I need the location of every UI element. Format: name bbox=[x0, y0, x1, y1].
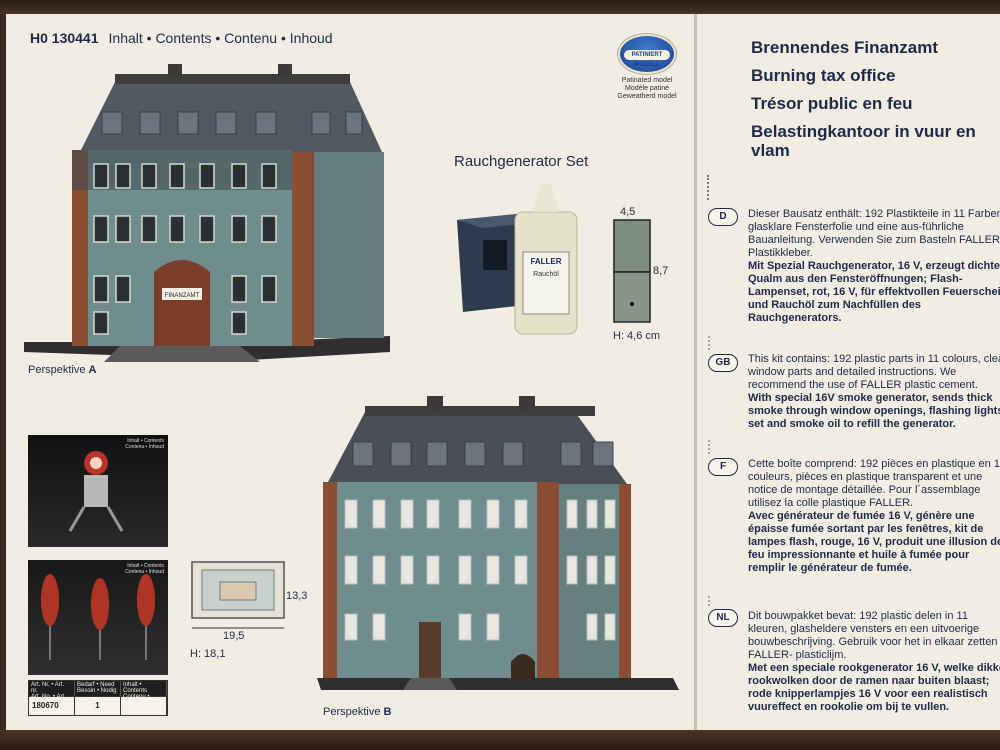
bottle-product: Rauchöl bbox=[533, 271, 559, 278]
logo-subtitle-en: Patinated model bbox=[621, 77, 673, 84]
parts-table-col-art: Art. Nr. • Art. nr.Art. No. • Art. nr. bbox=[29, 681, 75, 706]
bottle-brand: FALLER bbox=[530, 257, 561, 266]
title-fr: Trésor public en feu bbox=[751, 94, 913, 113]
lang-badge-de: D bbox=[708, 208, 738, 226]
footprint-width: 19,5 bbox=[223, 630, 245, 642]
logo-subtitle-fr: Modèle patiné bbox=[625, 85, 669, 92]
footprint-diagram bbox=[191, 561, 285, 629]
title-de: Brennendes Finanzamt bbox=[751, 38, 939, 57]
title-nl: Belastingkantoor in vuur en vlam bbox=[751, 122, 976, 160]
perspective-a-caption: Perspektive A bbox=[28, 364, 97, 376]
dotted-separator-1 bbox=[708, 336, 710, 350]
building-perspective-a: FINANZAMT bbox=[24, 64, 390, 362]
smoke-generator-title: Rauchgenerator Set bbox=[454, 153, 589, 170]
parts-table: Art. Nr. • Art. nr.Art. No. • Art. nr. B… bbox=[28, 680, 168, 716]
description-fr: Cette boîte comprend: 192 pièces en plas… bbox=[748, 458, 1000, 574]
box-frame-bottom bbox=[0, 730, 1000, 750]
parts-table-qty: 1 bbox=[75, 697, 121, 715]
footprint-depth: 13,3 bbox=[286, 590, 308, 602]
description-de: Dieser Bausatz enthält: 192 Plastikteile… bbox=[748, 208, 1000, 324]
box-fold bbox=[694, 14, 697, 732]
title-en: Burning tax office bbox=[751, 66, 896, 85]
lang-badge-fr: F bbox=[708, 458, 738, 476]
box-frame-top bbox=[0, 0, 1000, 14]
generator-height: 8,7 bbox=[653, 265, 669, 277]
generator-dimension-diagram bbox=[613, 219, 651, 323]
logo-badge-text: PATINIERT MODELL bbox=[624, 50, 670, 68]
box-right-panel bbox=[697, 14, 1000, 732]
product-titles: Brennendes Finanzamt Burning tax office … bbox=[751, 34, 996, 160]
logo-subtitle-nl: Geweatherd model bbox=[617, 93, 677, 100]
perspective-b-caption: Perspektive B bbox=[323, 706, 392, 718]
lang-badge-nl: NL bbox=[708, 609, 738, 627]
dotted-separator bbox=[707, 175, 709, 200]
building-sign-a: FINANZAMT bbox=[165, 293, 200, 299]
generator-width: 4,5 bbox=[620, 206, 636, 218]
parts-table-art-no: 180670 bbox=[29, 697, 75, 715]
contents-label: Inhalt • Contents • Contenu • Inhoud bbox=[108, 30, 333, 46]
building-perspective-b bbox=[317, 396, 679, 690]
article-number: H0 130441 bbox=[30, 30, 99, 46]
patinated-logo: PATINIERT MODELL Patinated model Modèle … bbox=[612, 34, 682, 101]
smoke-generator-product: FALLER Rauchöl bbox=[457, 184, 578, 335]
dotted-separator-2 bbox=[708, 440, 710, 454]
dotted-separator-3 bbox=[708, 596, 710, 606]
generator-total-height: H: 4,6 cm bbox=[613, 330, 661, 342]
logo-badge: PATINIERT MODELL bbox=[618, 34, 676, 74]
parts-table-row: 180670 1 bbox=[29, 697, 167, 715]
contents-header: H0 130441 Inhalt • Contents • Contenu • I… bbox=[30, 30, 333, 46]
description-nl: Dit bouwpakket bevat: 192 plastic delen … bbox=[748, 610, 1000, 713]
description-en: This kit contains: 192 plastic parts in … bbox=[748, 353, 1000, 430]
footprint-height: H: 18,1 bbox=[190, 648, 226, 660]
lang-badge-gb: GB bbox=[708, 354, 738, 372]
